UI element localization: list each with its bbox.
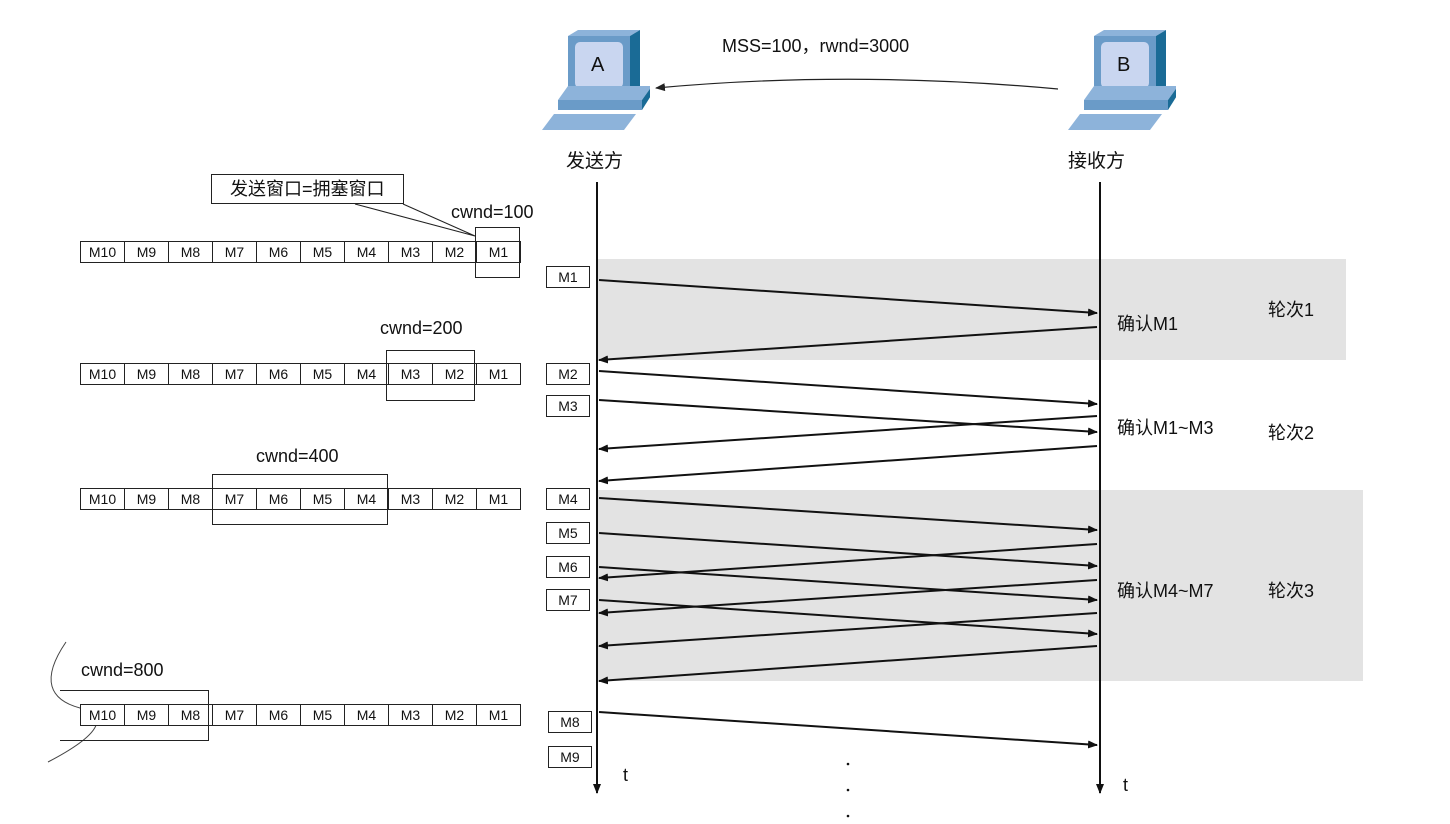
ack-arrow <box>598 326 1098 364</box>
data-segment-arrow <box>598 711 1098 749</box>
segment-cell: M1 <box>476 704 521 726</box>
packet-box: M6 <box>546 556 590 578</box>
ellipsis-dot <box>846 788 850 792</box>
segment-cell: M2 <box>432 704 477 726</box>
cwnd-label: cwnd=800 <box>81 660 164 680</box>
congestion-window-box <box>475 227 520 278</box>
packet-box: M5 <box>546 522 590 544</box>
segment-cell: M8 <box>168 241 213 263</box>
round-label: 轮次3 <box>1268 581 1315 601</box>
data-segment-arrow <box>598 279 1098 317</box>
cwnd-label: cwnd=200 <box>380 318 463 338</box>
computer-icon <box>1068 30 1178 130</box>
computer-icon <box>542 30 652 130</box>
segment-cell: M10 <box>80 363 125 385</box>
segment-cell: M7 <box>212 363 257 385</box>
ellipsis-dot <box>846 814 850 818</box>
segment-cell: M10 <box>80 488 125 510</box>
segment-cell: M5 <box>300 363 345 385</box>
segment-cell: M1 <box>476 363 521 385</box>
segment-cell: M10 <box>80 241 125 263</box>
segment-cell: M4 <box>344 363 389 385</box>
congestion-window-box <box>212 474 388 525</box>
segment-cell: M8 <box>168 363 213 385</box>
segment-cell: M8 <box>168 488 213 510</box>
data-segment-arrow <box>598 599 1098 638</box>
segment-cell: M2 <box>432 363 477 385</box>
data-segment-arrow <box>598 399 1098 436</box>
cwnd-label: cwnd=100 <box>451 202 534 222</box>
ack-arrow <box>598 579 1098 617</box>
receiver-computer: B <box>1066 28 1178 133</box>
round-1-shading <box>598 259 1346 360</box>
cwnd-label: cwnd=400 <box>256 446 339 466</box>
segment-cell: M7 <box>212 241 257 263</box>
packet-box: M3 <box>546 395 590 417</box>
packet-box: M1 <box>546 266 590 288</box>
sender-time-label: t <box>623 765 629 785</box>
data-segment-arrow <box>598 497 1098 534</box>
packet-box: M4 <box>546 488 590 510</box>
congestion-window-box <box>60 690 209 741</box>
segment-cell: M6 <box>256 241 301 263</box>
segment-cell: M3 <box>388 488 433 510</box>
segment-cell: M9 <box>124 241 169 263</box>
send-window-callout: 发送窗口=拥塞窗口 <box>211 174 404 204</box>
segment-cell: M6 <box>256 704 301 726</box>
mss-rwnd-arrow <box>655 78 1059 92</box>
mss-rwnd-label: MSS=100，rwnd=3000 <box>722 36 910 56</box>
ack-arrow <box>598 612 1098 650</box>
segment-cell: M8 <box>168 704 213 726</box>
sender-letter: A <box>591 54 605 76</box>
ack-arrow <box>598 645 1098 685</box>
receiver-label: 接收方 <box>1068 151 1126 172</box>
packet-box: M8 <box>548 711 592 733</box>
ack-label: 确认M1 <box>1117 314 1179 334</box>
segment-cell: M5 <box>300 704 345 726</box>
segment-cell: M4 <box>344 704 389 726</box>
segment-cell: M6 <box>256 363 301 385</box>
segment-cell: M5 <box>300 488 345 510</box>
ack-label: 确认M4~M7 <box>1117 581 1214 601</box>
sender-label: 发送方 <box>566 151 624 172</box>
segment-cell: M4 <box>344 241 389 263</box>
data-segment-arrow <box>598 370 1098 408</box>
sender-computer: A <box>540 28 652 133</box>
packet-box: M2 <box>546 363 590 385</box>
packet-box: M9 <box>548 746 592 768</box>
receiver-time-label: t <box>1123 775 1129 795</box>
segment-cell: M10 <box>80 704 125 726</box>
segment-cell: M7 <box>212 704 257 726</box>
round-label: 轮次1 <box>1268 300 1315 320</box>
packet-box: M7 <box>546 589 590 611</box>
congestion-window-box <box>386 350 475 401</box>
ellipsis-dot <box>846 762 850 766</box>
ack-label: 确认M1~M3 <box>1117 418 1214 438</box>
ack-arrow <box>598 415 1098 453</box>
segment-cell: M9 <box>124 488 169 510</box>
segment-cell: M3 <box>388 363 433 385</box>
segment-cell: M3 <box>388 704 433 726</box>
segment-cell: M2 <box>432 488 477 510</box>
ack-arrow <box>598 445 1098 485</box>
segment-cell: M2 <box>432 241 477 263</box>
segment-cell: M5 <box>300 241 345 263</box>
segment-cell: M9 <box>124 363 169 385</box>
round-label: 轮次2 <box>1268 423 1315 443</box>
receiver-letter: B <box>1117 54 1131 76</box>
segment-cell: M6 <box>256 488 301 510</box>
segment-cell: M1 <box>476 488 521 510</box>
segment-cell: M4 <box>344 488 389 510</box>
ack-arrow <box>598 543 1098 582</box>
data-segment-arrow <box>598 532 1098 570</box>
segment-cell: M3 <box>388 241 433 263</box>
segment-cell: M1 <box>476 241 521 263</box>
